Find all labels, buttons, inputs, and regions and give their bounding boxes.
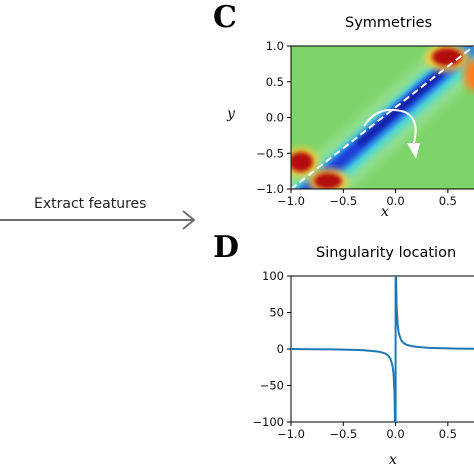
panel-d-xtick-label: −1.0	[277, 427, 305, 441]
panel-d-ytick-label: −50	[260, 379, 284, 393]
panel-c-title: Symmetries	[345, 15, 433, 31]
panel-c-ytick-label: 0.0	[266, 111, 284, 125]
panel-d-letter: D	[213, 230, 240, 265]
series-line-2	[394, 276, 474, 422]
panel-d-xtick-label: −0.5	[329, 427, 357, 441]
panel-c-letter: C	[213, 0, 237, 35]
panel-c-ytick-label: 0.5	[266, 75, 284, 89]
panel-d-ytick-label: 50	[269, 306, 284, 320]
panel-d-ytick-label: −100	[252, 415, 284, 429]
heatmap-field	[291, 46, 474, 189]
panel-c-xlabel: x	[381, 204, 389, 220]
flow-arrow-icon	[0, 210, 196, 230]
panel-c-ytick-label: −1.0	[256, 182, 284, 196]
rotation-arrow-icon	[363, 108, 417, 147]
panel-c-ytick-label: 1.0	[266, 39, 284, 53]
series-line-1	[291, 348, 396, 422]
symmetry-axis-line	[291, 46, 474, 189]
panel-c-xtick-label: −1.0	[277, 194, 305, 208]
panel-d-xtick-label: 0.0	[386, 427, 404, 441]
panel-d-ytick-label: 100	[262, 269, 284, 283]
flow-label: Extract features	[34, 196, 147, 212]
panel-d-ytick-label: 0	[277, 342, 284, 356]
panel-d-xlabel: x	[389, 452, 397, 468]
panel-c-xtick-label: −0.5	[329, 194, 357, 208]
panel-d-xtick-label: 0.5	[439, 427, 457, 441]
panel-c-ylabel: y	[226, 106, 236, 122]
panel-c-xtick-label: 0.0	[386, 194, 404, 208]
panel-c-xtick-label: 0.5	[439, 194, 457, 208]
panel-d-title: Singularity location	[316, 245, 457, 261]
panel-c-ytick-label: −0.5	[256, 146, 284, 160]
